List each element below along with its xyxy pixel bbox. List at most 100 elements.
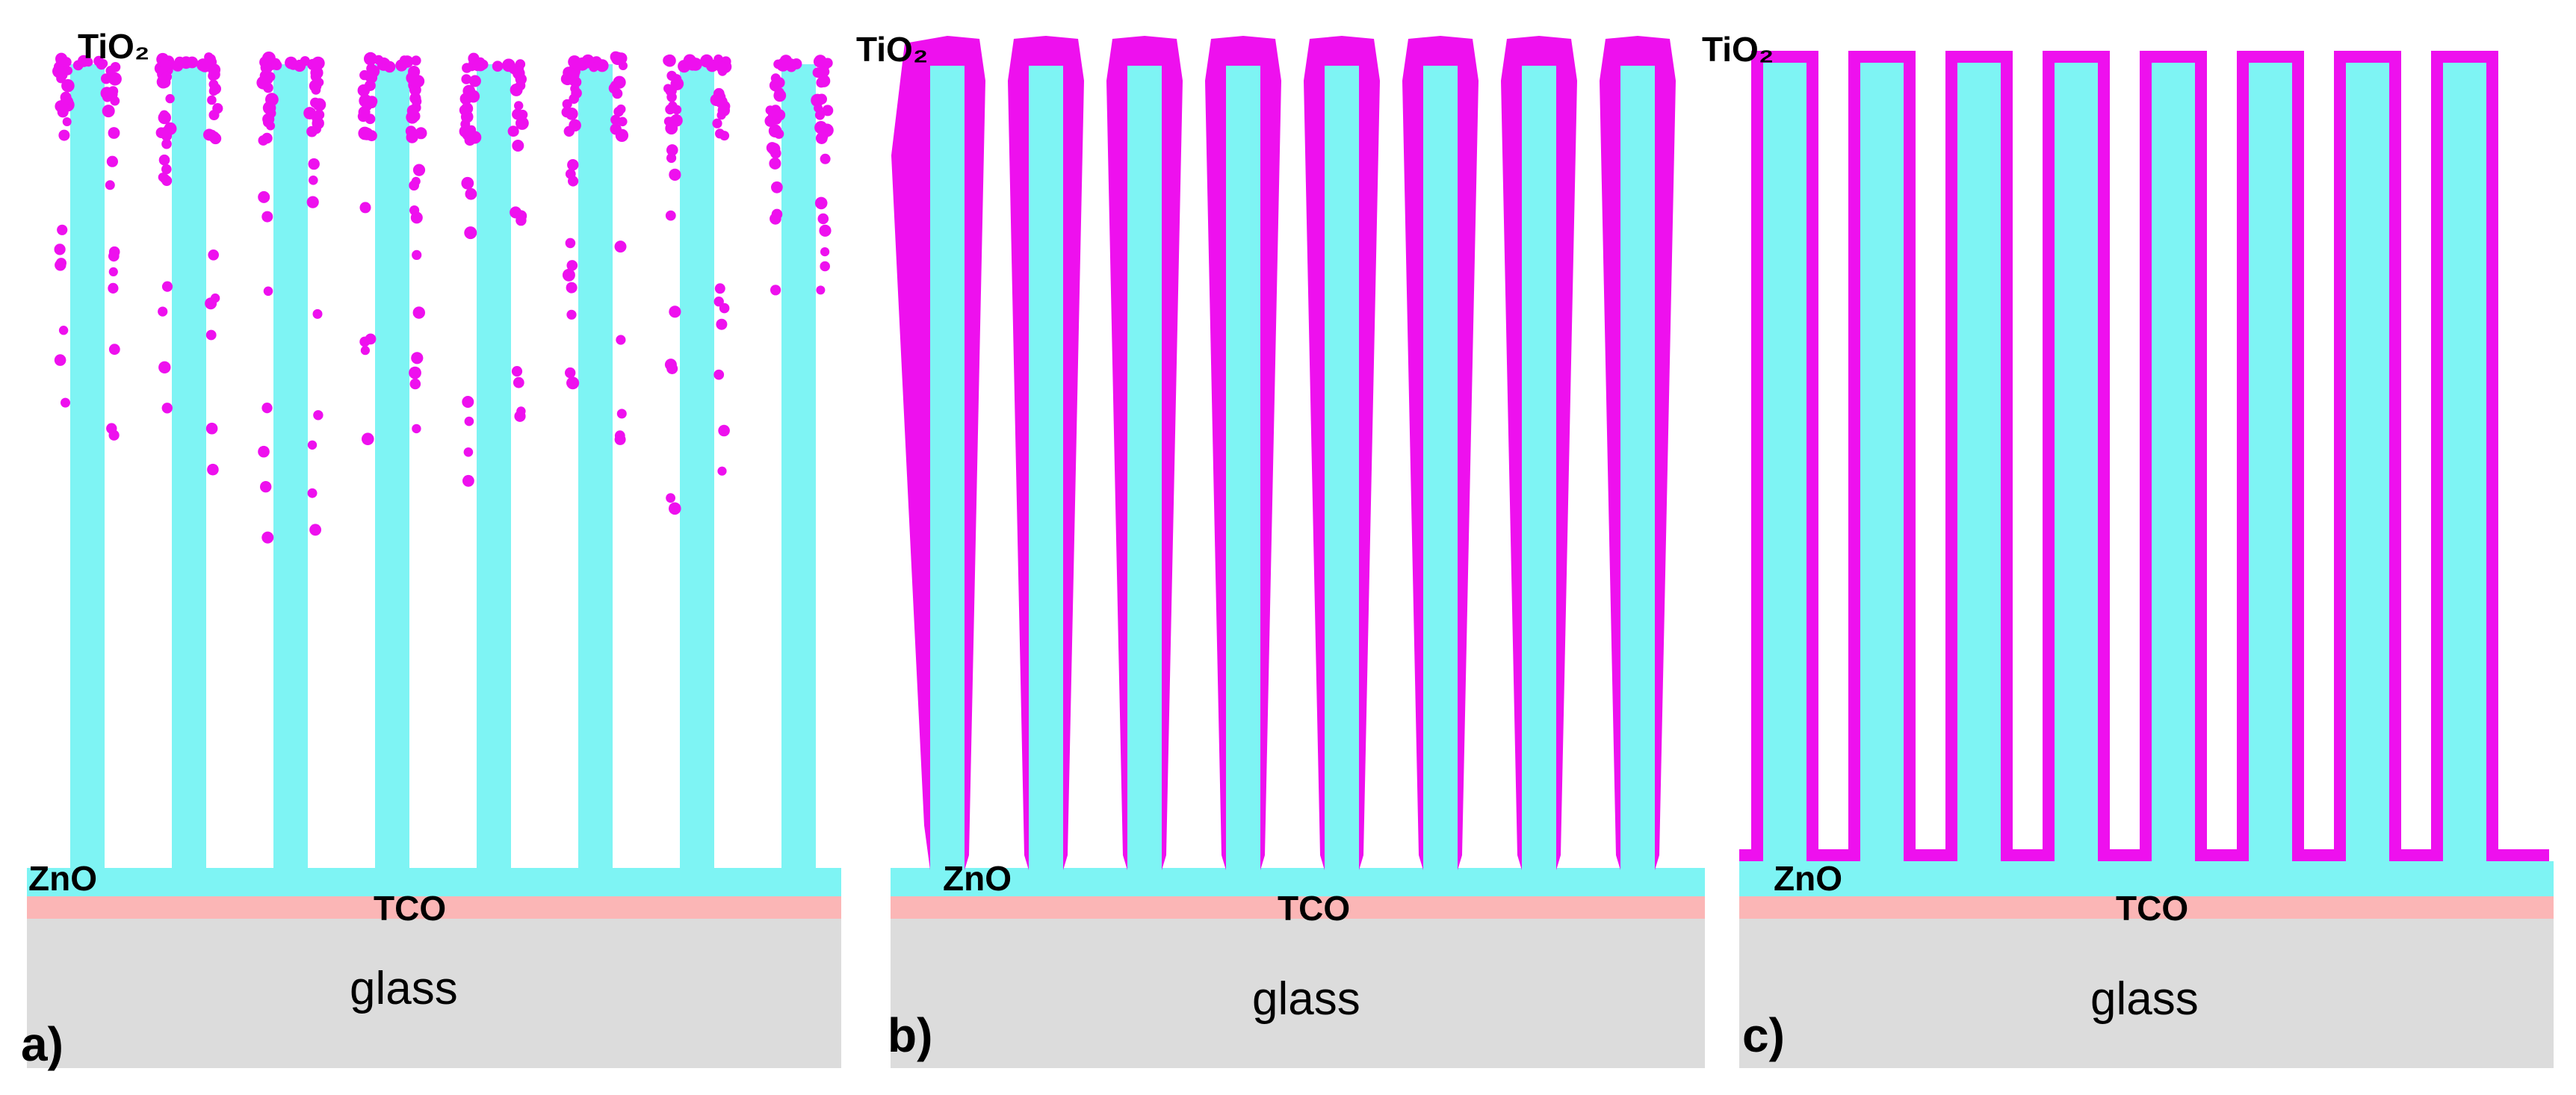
- panel-b: TiO₂ ZnO TCO glass b): [856, 30, 1705, 1068]
- zno-nanorod: [1127, 66, 1162, 870]
- zno-label: ZnO: [943, 859, 1012, 898]
- tio2-particle: [108, 282, 119, 294]
- tio2-particle: [412, 164, 426, 176]
- tio2-particle: [57, 224, 68, 235]
- tio2-particle: [515, 117, 529, 130]
- tio2-particle: [713, 297, 724, 307]
- tio2-particle: [186, 56, 199, 69]
- tio2-particle: [55, 259, 66, 271]
- zno-seed-layer-fill: [1739, 861, 2554, 868]
- panel-a: TiO₂ ZnO TCO glass a): [21, 27, 841, 1071]
- tio2-particle: [472, 61, 483, 72]
- zno-nanorod: [273, 64, 308, 870]
- tio2-particle: [209, 83, 221, 95]
- tio2-particle: [822, 105, 834, 117]
- tio2-particle: [359, 202, 371, 214]
- tio2-particle: [712, 118, 722, 128]
- tio2-particle: [502, 58, 515, 72]
- tio2-particle: [60, 91, 72, 103]
- tio2-particle: [383, 61, 396, 73]
- tio2-particle: [303, 107, 316, 120]
- tio2-particle: [54, 243, 66, 255]
- tio2-particle: [565, 367, 576, 379]
- tio2-particle: [263, 82, 273, 93]
- zno-nanorod: [930, 66, 965, 870]
- tio2-particle: [58, 326, 69, 335]
- tio2-particle: [595, 59, 609, 72]
- tio2-particle: [769, 157, 781, 170]
- tio2-particles: [52, 51, 834, 544]
- glass-substrate: [1739, 919, 2554, 1068]
- tio2-particle: [510, 206, 522, 219]
- tio2-particle: [770, 285, 781, 296]
- tio2-particle: [565, 169, 576, 179]
- tio2-particle: [158, 306, 168, 317]
- panel-label: c): [1742, 1008, 1785, 1062]
- zno-nanorod: [1620, 66, 1655, 870]
- zno-nanorod: [1522, 66, 1556, 870]
- tio2-particle: [566, 309, 577, 320]
- tio2-particle: [258, 445, 270, 458]
- tio2-particle: [467, 90, 480, 103]
- tio2-particle: [412, 306, 425, 319]
- tio2-particle: [306, 125, 318, 137]
- tio2-particle: [196, 58, 210, 72]
- tio2-particle: [669, 305, 681, 318]
- tio2-particle: [814, 196, 828, 210]
- tio2-particle: [161, 281, 173, 292]
- zno-nanorod: [1763, 63, 1806, 870]
- tio2-particle: [610, 52, 625, 66]
- tio2-particle: [106, 155, 118, 167]
- tio2-particle: [773, 109, 786, 121]
- tio2-particle: [311, 56, 325, 70]
- tco-label: TCO: [1278, 889, 1350, 928]
- zno-label: ZnO: [1774, 859, 1842, 898]
- tio2-particle: [464, 134, 476, 146]
- tio2-particle: [669, 168, 681, 181]
- tco-label: TCO: [2116, 889, 2188, 928]
- tco-layer: [1739, 896, 2554, 919]
- zno-nanorods: [70, 64, 816, 870]
- tio2-particle: [406, 105, 419, 117]
- tio2-particle: [159, 110, 170, 120]
- tio2-particle: [816, 285, 826, 295]
- tio2-particle: [515, 214, 527, 226]
- tio2-particle: [773, 89, 787, 102]
- tio2-particle: [664, 359, 677, 371]
- tio2-particle: [820, 261, 830, 272]
- tio2-label: TiO₂: [78, 27, 149, 66]
- panel-c: TiO₂ ZnO TCO glass c): [1702, 30, 2554, 1068]
- tio2-particle: [364, 52, 377, 66]
- panel-label: b): [888, 1008, 932, 1062]
- tio2-particle: [158, 173, 168, 182]
- tio2-conformal-shell: [1739, 51, 2549, 861]
- tio2-particle: [565, 238, 576, 249]
- tio2-particle: [672, 74, 682, 84]
- tio2-particle: [312, 117, 324, 130]
- tio2-particle: [259, 56, 272, 69]
- tio2-particle: [464, 226, 477, 240]
- tio2-particle: [718, 424, 730, 437]
- tio2-particle: [562, 268, 575, 282]
- tio2-particle: [158, 154, 170, 166]
- tio2-particle: [207, 95, 217, 105]
- tio2-particle: [266, 108, 276, 119]
- tio2-particle: [616, 335, 626, 345]
- tio2-particle: [366, 63, 377, 74]
- tio2-particle: [563, 125, 575, 137]
- tio2-particle: [666, 493, 675, 503]
- zno-nanorod: [1860, 63, 1904, 870]
- tio2-particle: [208, 110, 220, 120]
- tio2-particle: [409, 180, 419, 191]
- zno-nanorod: [2249, 63, 2292, 870]
- tio2-particle: [161, 403, 173, 414]
- tio2-particle: [101, 73, 112, 84]
- tio2-particle: [108, 429, 120, 441]
- zno-nanorod: [1957, 63, 2001, 870]
- zno-seed-layer: [1739, 868, 2554, 896]
- zno-nanorod: [1423, 66, 1458, 870]
- tio2-particle: [665, 104, 675, 115]
- tio2-label: TiO₂: [1702, 30, 1774, 69]
- tio2-particle: [719, 303, 730, 314]
- tio2-particle: [362, 432, 374, 445]
